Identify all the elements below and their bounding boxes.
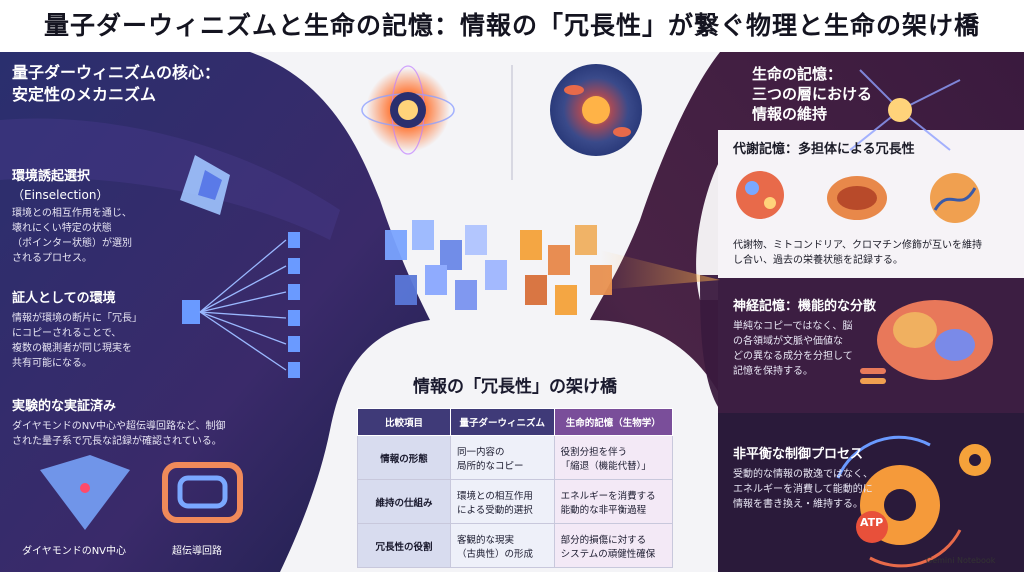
neural-section: 神経記憶：機能的な分散 単純なコピーではなく、脳 の各領域が文脈や価値な どの異… (733, 298, 893, 379)
row-header: 情報の形態 (357, 435, 451, 480)
left-heading: 量子ダーウィニズムの核心： 安定性のメカニズム (12, 63, 221, 104)
footer-label: Gemini Notebook (926, 556, 996, 565)
table-row: 冗長性の役割 客観的な現実 （古典性）の形成 部分的損傷に対する システムの頑健… (357, 523, 674, 568)
table-cell: 環境との相互作用 による受動的選択 (450, 479, 555, 524)
table-row: 維持の仕組み 環境との相互作用 による受動的選択 エネルギーを消費する 能動的な… (357, 479, 674, 524)
nonequilibrium-section: 非平衡な制御プロセス 受動的な情報の散逸ではなく、 エネルギーを消費して能動的に… (733, 446, 903, 512)
page-title: 量子ダーウィニズムと生命の記憶：情報の「冗長性」が繋ぐ物理と生命の架け橋 (0, 0, 1024, 52)
table-header: 量子ダーウィニズム (450, 408, 555, 436)
section-title: 証人としての環境 (12, 291, 116, 306)
table-cell: エネルギーを消費する 能動的な非平衡過程 (553, 479, 674, 524)
witness-section: 証人としての環境 情報が環境の断片に「冗長」 にコピーされることで、 複数の観測… (12, 290, 212, 371)
background-illustration (0, 52, 1024, 572)
section-title: 非平衡な制御プロセス (733, 447, 864, 462)
right-heading: 生命の記憶： 三つの層における 情報の維持 (752, 65, 873, 123)
bridge-title: 情報の「冗長性」の架け橋 (413, 377, 617, 397)
table-header: 比較項目 (357, 408, 451, 436)
table-cell: 役割分担を伴う 「縮退（機能代替）」 (553, 435, 674, 480)
row-header: 維持の仕組み (357, 479, 451, 524)
experiment-section: 実験的な実証済み ダイヤモンドのNV中心や超伝導回路など、制御 された量子系で冗… (12, 398, 312, 449)
section-title: 実験的な実証済み (12, 399, 117, 414)
metabolic-title: 代謝記憶：多担体による冗長性 (733, 142, 915, 157)
comparison-table: 比較項目 量子ダーウィニズム 生命的記憶（生物学） 情報の形態 同一内容の 局所… (357, 408, 674, 568)
section-title: 環境誘起選択 (12, 169, 91, 184)
superconducting-circuit-caption: 超伝導回路 (172, 546, 222, 557)
atp-label: ATP (860, 516, 884, 529)
nv-center-caption: ダイヤモンドのNV中心 (22, 546, 127, 557)
table-row: 情報の形態 同一内容の 局所的なコピー 役割分担を伴う 「縮退（機能代替）」 (357, 435, 674, 480)
section-subtitle: （Einselection） (12, 188, 109, 202)
section-title: 神経記憶：機能的な分散 (733, 299, 877, 314)
table-header: 生命的記憶（生物学） (553, 408, 674, 436)
table-cell: 客観的な現実 （古典性）の形成 (450, 523, 555, 568)
metabolic-body: 代謝物、ミトコンドリア、クロマチン修飾が互いを維持 し合い、過去の栄養状態を記録… (733, 240, 982, 266)
row-header: 冗長性の役割 (357, 523, 451, 568)
einselection-section: 環境誘起選択 （Einselection） 環境との相互作用を通じ、 壊れにくい… (12, 168, 232, 266)
table-cell: 部分的損傷に対する システムの頑健性確保 (553, 523, 674, 568)
table-cell: 同一内容の 局所的なコピー (450, 435, 555, 480)
